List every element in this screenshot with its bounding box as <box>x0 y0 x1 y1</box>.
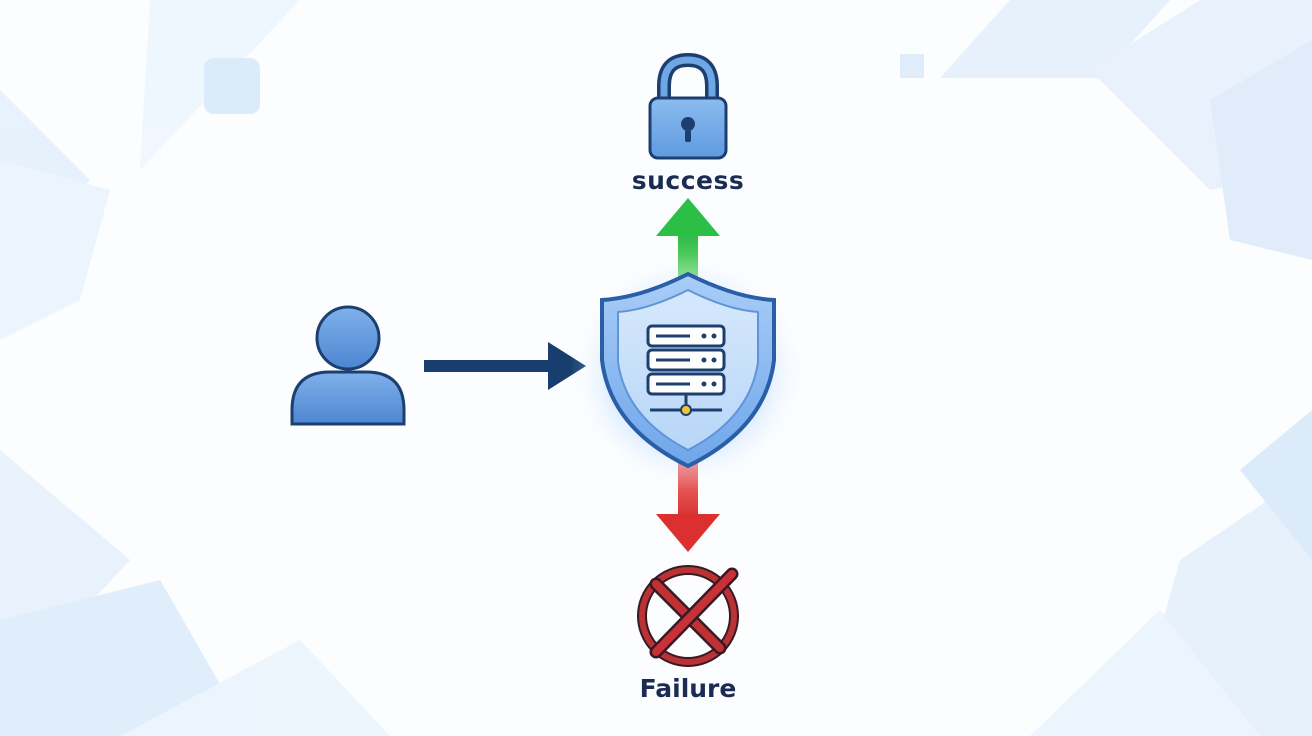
shield-server-icon <box>570 254 806 490</box>
bg-shape <box>1240 410 1312 560</box>
cross-circle-icon <box>637 565 739 667</box>
bg-shape <box>120 640 390 736</box>
bg-shape <box>900 54 924 78</box>
bg-shape <box>0 580 250 736</box>
padlock-icon <box>648 52 728 160</box>
success-label: success <box>631 166 745 195</box>
server-icon <box>646 324 726 416</box>
arrow-user-to-gateway <box>424 342 586 390</box>
bg-shape <box>1210 40 1312 260</box>
bg-shape <box>1030 610 1260 736</box>
bg-shape <box>0 160 110 340</box>
failure-label: Failure <box>639 674 737 703</box>
bg-shape <box>204 58 260 114</box>
user-icon <box>290 305 406 426</box>
